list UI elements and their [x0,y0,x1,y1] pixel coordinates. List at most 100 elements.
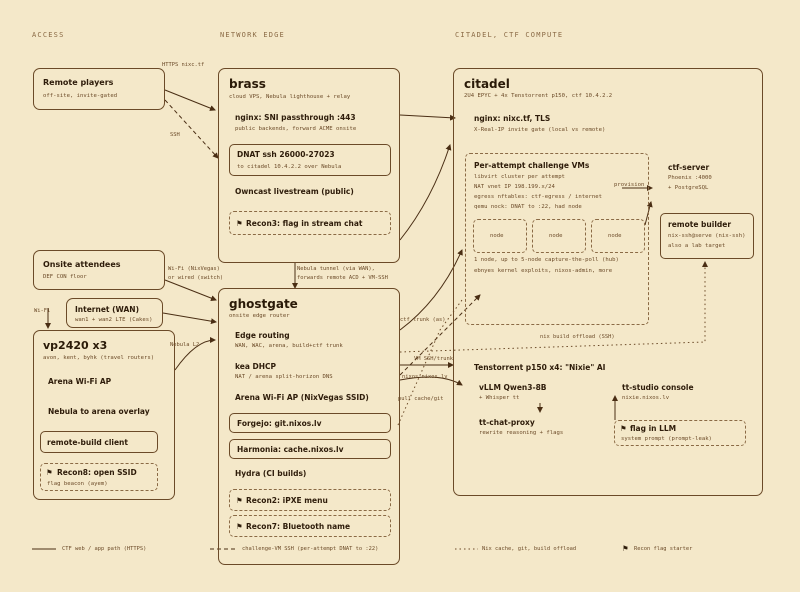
remote-players-box: Remote players off-site, invite-gated [33,68,165,110]
recon3-flag-box: ⚑ Recon3: flag in stream chat [229,211,391,235]
brass-dnat-subtitle: to citadel 10.4.2.2 over Nebula [237,164,342,170]
citadel-subtitle: 2U4 EPYC + 4x Tenstorrent p150, ctf 10.4… [464,93,613,99]
vllm-subtitle: + Whisper tt [479,395,520,401]
tt-chat-proxy-title: tt-chat-proxy [479,418,535,427]
vm-node-label: node [608,233,622,239]
challenge-vms-line: libvirt cluster per attempt [474,174,565,180]
flag-icon: ⚑ [620,424,627,433]
vp2420-nebula-overlay: Nebula to arena overlay [48,407,150,416]
edge-label-pull-cache: pull cache/git [398,396,444,402]
harmonia-box: Harmonia: cache.nixos.lv [229,439,391,459]
edge-label-nebula: Nebula tunnel (via WAN), [297,266,375,272]
llm-flag-box: ⚑ flag in LLM system prompt (prompt-leak… [614,420,746,446]
vp2420-subtitle: avon, kent, byhk (travel routers) [43,355,155,361]
ctf-server-line: + PostgreSQL [668,185,709,191]
llm-flag-title: flag in LLM [630,424,677,433]
onsite-attendees-box: Onsite attendees DEF CON floor [33,250,165,290]
harmonia-label: Harmonia: cache.nixos.lv [237,445,344,454]
legend-vm-ssh: challenge-VM SSH (per-attempt DNAT to :2… [242,546,379,552]
edge-label-ssh: SSH [170,132,180,138]
recon8-flag-title: Recon8: open SSID [57,468,137,477]
remote-builder-line: nix-ssh@serve (nix-ssh) [668,233,746,239]
remote-build-client-label: remote-build client [47,438,128,447]
vp2420-box: vp2420 x3 avon, kent, byhk (travel route… [33,330,175,500]
remote-players-subtitle: off-site, invite-gated [43,93,118,99]
legend-nix-cache: Nix cache, git, build offload [482,546,577,552]
tenstorrent-title: Tenstorrent p150 x4: "Nixie" AI [474,363,606,372]
challenge-vms-line: qemu nock: DNAT to :22, had node [474,204,582,210]
internet-wan-box: Internet (WAN) wan1 + wan2 LTE (Cakes) [66,298,163,328]
onsite-attendees-title: Onsite attendees [43,260,121,269]
ghostgate-title: ghostgate [229,297,298,311]
edge-label-nixos: nixos.nixos.lv [402,374,448,380]
ghostgate-subtitle: onsite edge router [229,313,290,319]
challenge-vms-line: NAT vnet IP 198.199.x/24 [474,184,555,190]
recon7-flag-label: Recon7: Bluetooth name [246,522,351,531]
challenge-vms-box: Per-attempt challenge VMs libvirt cluste… [465,153,649,325]
brass-nginx-title: nginx: SNI passthrough :443 [235,113,356,122]
edge-label-wifi: Wi-Fi (NixVegas) [168,266,220,272]
challenge-vms-title: Per-attempt challenge VMs [474,161,590,170]
vp2420-arena-ap: Arena Wi-Fi AP [48,377,112,386]
recon8-flag-subtitle: flag beacon (ayem) [47,481,108,487]
brass-nginx-subtitle: public backends, forward ACME onsite [235,126,357,132]
ctf-server-line: Phoenix :4000 [668,175,712,181]
citadel-box: citadel 2U4 EPYC + 4x Tenstorrent p150, … [453,68,763,496]
ghostgate-edge-title: Edge routing [235,331,290,340]
edge-label-nebula-l2: Nebula L2 [170,342,200,348]
ghostgate-arena-ap: Arena Wi-Fi AP (NixVegas SSID) [235,393,369,402]
challenge-vms-line: egress nftables: ctf-egress / internet [474,194,602,200]
vm-node: node [532,219,586,253]
recon2-flag-box: ⚑ Recon2: iPXE menu [229,489,391,511]
flag-icon: ⚑ [236,522,243,531]
ghostgate-box: ghostgate onsite edge router Edge routin… [218,288,400,565]
recon2-flag-label: Recon2: iPXE menu [246,496,328,505]
ctf-server-title: ctf-server [668,163,710,172]
onsite-attendees-subtitle: DEF CON floor [43,274,87,280]
brass-owncast: Owncast livestream (public) [235,187,354,196]
internet-wan-title: Internet (WAN) [75,305,139,314]
remote-players-title: Remote players [43,78,114,87]
tt-studio-subtitle: nixie.nixos.lv [622,395,670,401]
forgejo-box: Forgejo: git.nixos.lv [229,413,391,433]
flag-icon: ⚑ [46,468,53,477]
ghostgate-edge-subtitle: WAN, WAC, arena, build+ctf trunk [235,343,343,349]
remote-builder-box: remote builder nix-ssh@serve (nix-ssh) a… [660,213,754,259]
edge-label-ctf-trunk: ctf trunk (as) [400,317,446,323]
brass-box: brass cloud VPS, Nebula lighthouse + rel… [218,68,400,263]
recon8-flag-box: ⚑ Recon8: open SSID flag beacon (ayem) [40,463,158,491]
vllm-title: vLLM Qwen3-8B [479,383,547,392]
brass-dnat-title: DNAT ssh 26000-27023 [237,150,335,159]
edge-label-nebula-forwards: forwards remote ACD + VM-SSH [297,275,388,281]
edge-label-wifi-left: Wi-Fi [34,308,51,314]
column-heading-network-edge: NETWORK EDGE [220,31,285,39]
challenge-vms-footnote: ebnyes kernel exploits, nixos-admin, mor… [474,268,613,274]
challenge-vms-footnote: 1 node, up to 5-node capture-the-poll (h… [474,257,619,263]
vm-node-label: node [490,233,504,239]
edge-label-wired: or wired (switch) [168,275,224,281]
legend-web-path: CTF web / app path (HTTPS) [62,546,147,552]
recon7-flag-box: ⚑ Recon7: Bluetooth name [229,515,391,537]
remote-build-client-box: remote-build client [40,431,158,453]
legend-recon-flag: Recon flag starter [634,546,693,552]
edge-label-vm-ssh: VM SSH/trunk [414,356,453,362]
column-heading-citadel: CITADEL, CTF COMPUTE [455,31,564,39]
citadel-title: citadel [464,77,510,91]
vm-node-label: node [549,233,563,239]
llm-flag-subtitle: system prompt (prompt-leak) [621,436,712,442]
citadel-nginx-subtitle: X-Real-IP invite gate (local vs remote) [474,127,606,133]
flag-icon: ⚑ [622,544,629,553]
remote-builder-line: also a lab target [668,243,726,249]
edge-label-nix-offload: nix build offload (SSH) [540,334,615,340]
ghostgate-hydra: Hydra (CI builds) [235,469,307,478]
tt-chat-proxy-subtitle: rewrite reasoning + flags [479,430,564,436]
ghostgate-kea-title: kea DHCP [235,362,277,371]
recon3-flag-label: Recon3: flag in stream chat [246,219,363,228]
provision-label: provision [614,182,645,188]
flag-icon: ⚑ [236,496,243,505]
brass-subtitle: cloud VPS, Nebula lighthouse + relay [229,94,351,100]
remote-builder-title: remote builder [668,220,732,229]
tt-studio-title: tt-studio console [622,383,694,392]
vp2420-title: vp2420 x3 [43,339,108,352]
